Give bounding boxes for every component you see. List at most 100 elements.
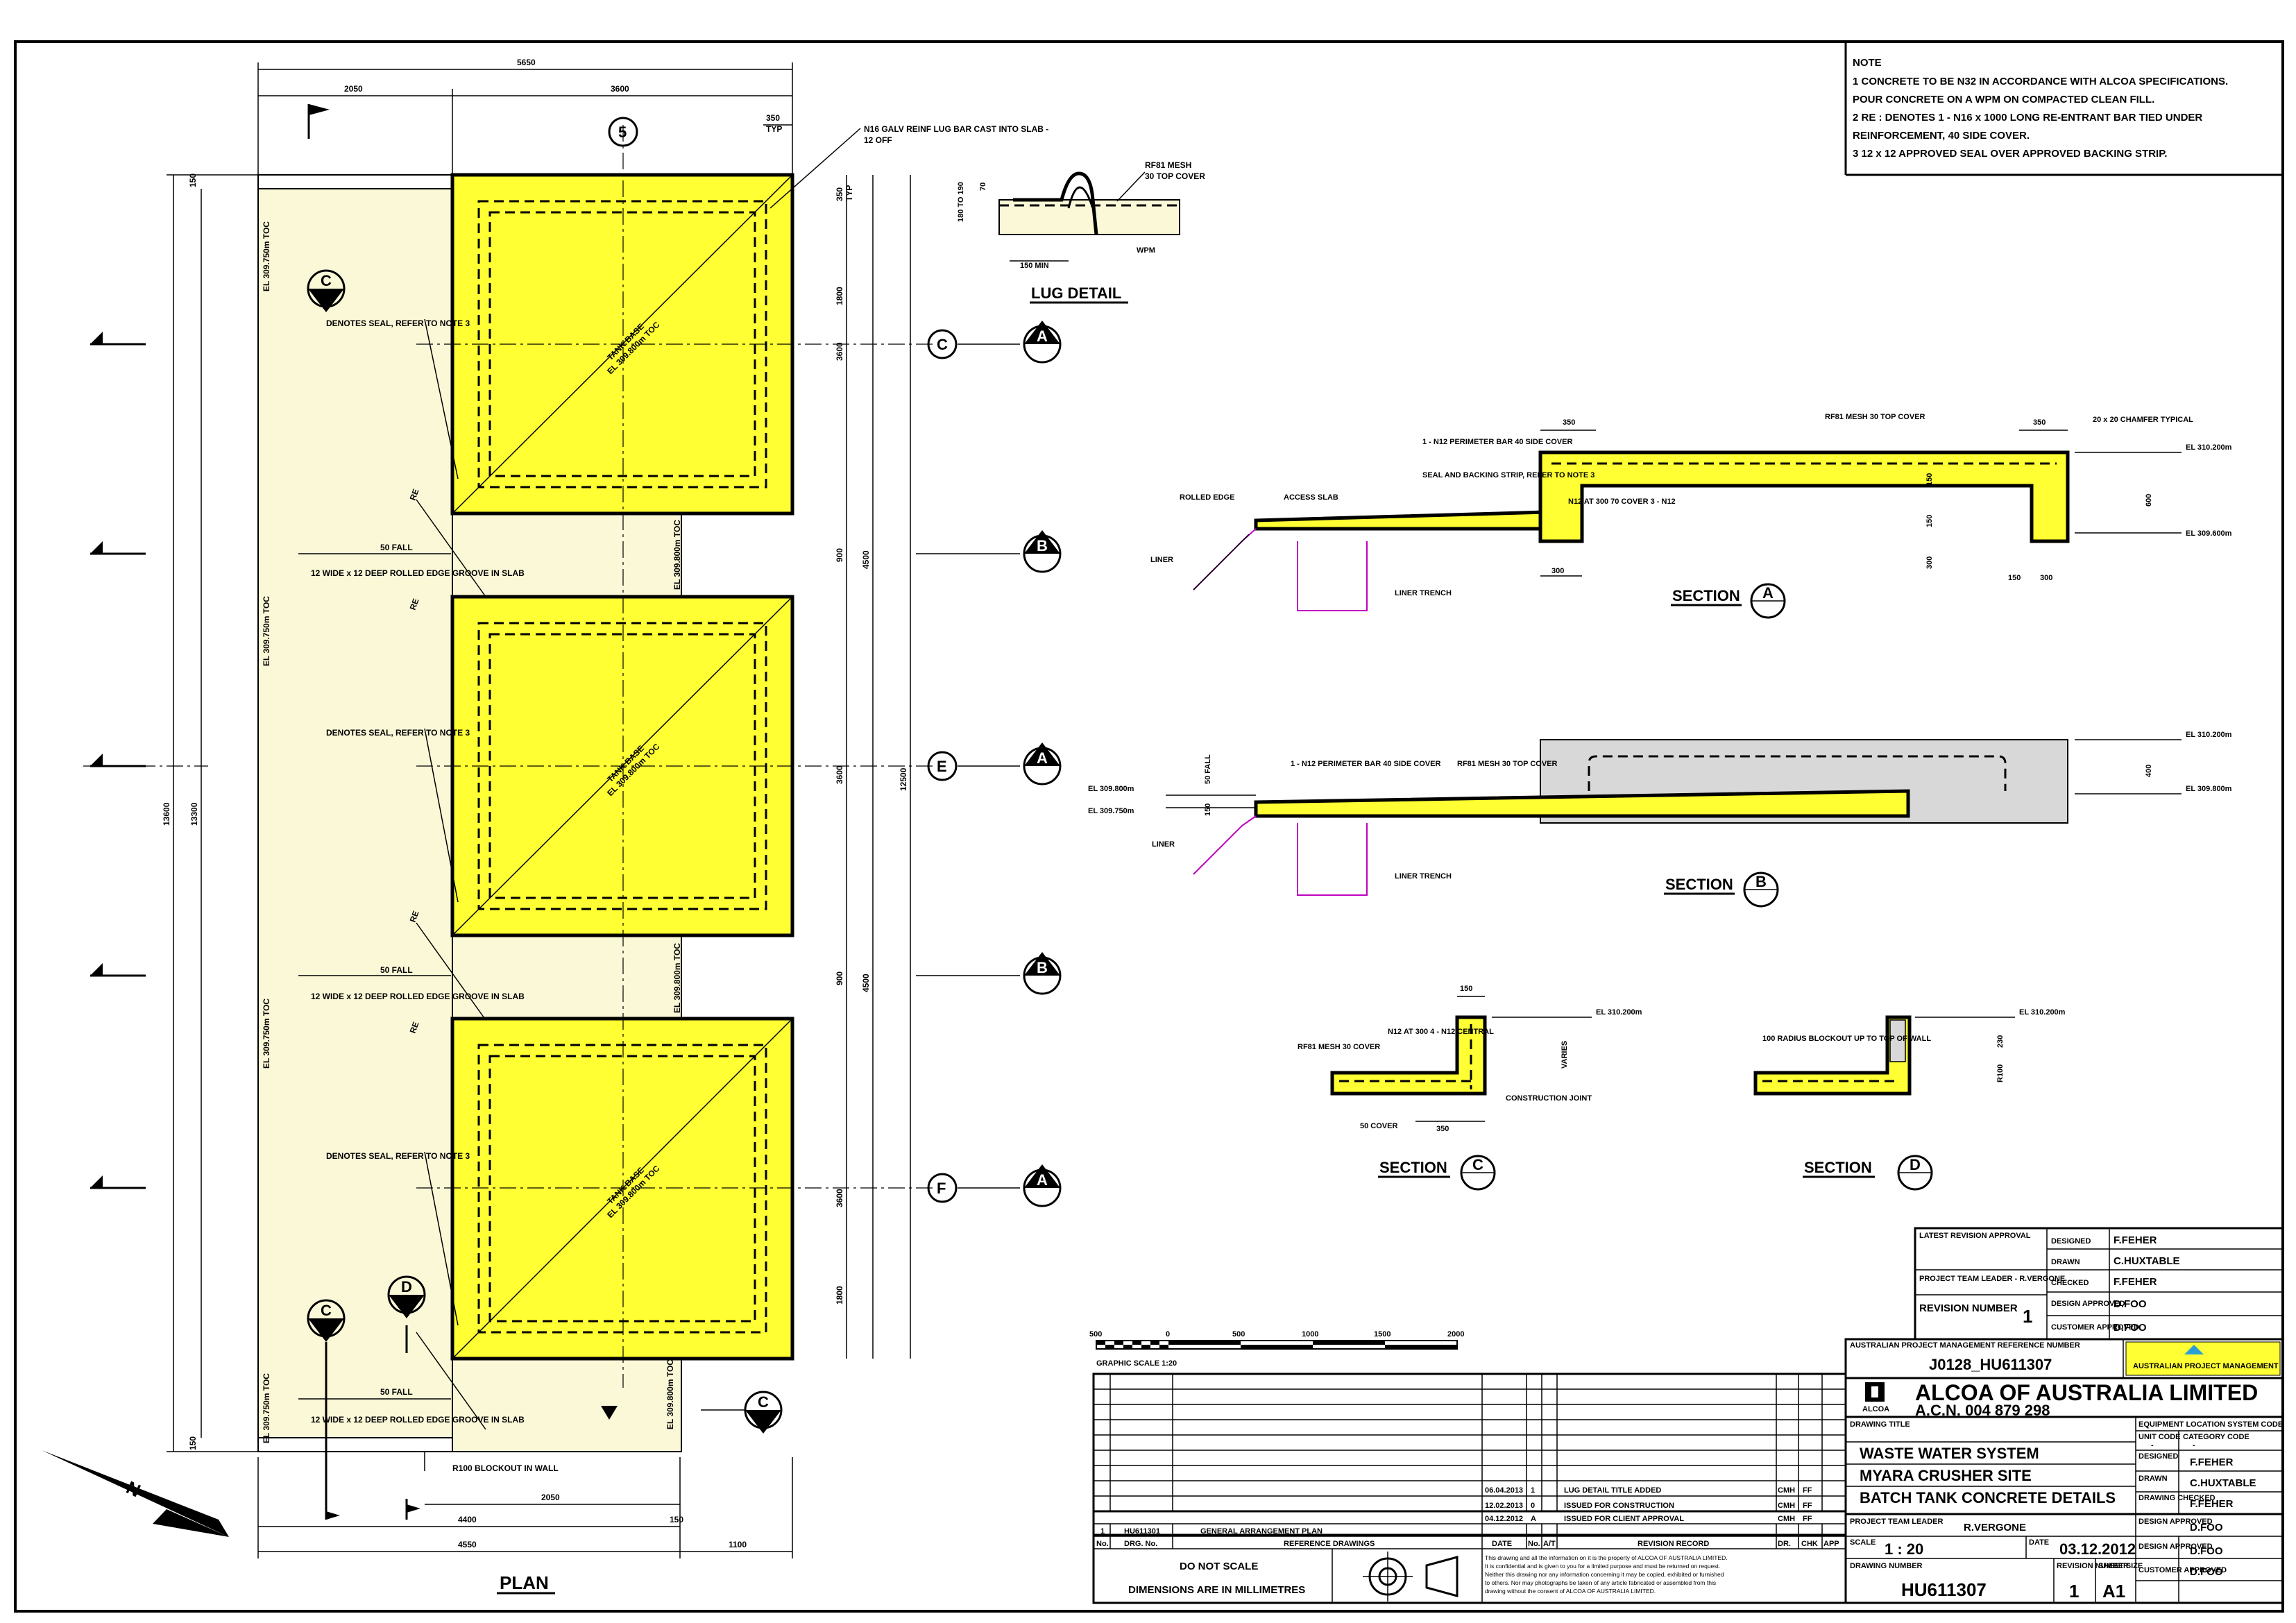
reference-and-notice-block: 04.12.2012 A ISSUED FOR CLIENT APPROVAL … (1092, 1510, 1847, 1604)
rev-row3-dr: CMH (1778, 1515, 1795, 1523)
tb-date-label: DATE (2029, 1538, 2049, 1547)
grid-label-5: 5 (618, 124, 627, 141)
sa-rolled-edge: ROLLED EDGE (1180, 493, 1234, 502)
section-marker-a-3-label: A (1037, 1171, 1048, 1189)
tb-customer-approved2: D.FOO (2190, 1566, 2223, 1578)
seal-note-1: DENOTES SEAL, REFER TO NOTE 3 (326, 318, 470, 328)
el-label-6: EL 309.800m TOC (672, 943, 682, 1013)
copyright-line-5: drawing without the consent of ALCOA OF … (1485, 1588, 1656, 1595)
dim-350: 350 (766, 113, 780, 123)
tb-category-code-label: CATEGORY CODE (2183, 1433, 2250, 1441)
dimensions-note: DIMENSIONS ARE IN MILLIMETRES (1128, 1584, 1305, 1596)
sb-mark: B (1755, 873, 1767, 890)
lug-detail: RF81 MESH 30 TOP COVER 180 TO 190 70 150… (957, 160, 1205, 304)
title-block: LATEST REVISION APPROVAL PROJECT TEAM LE… (1844, 1227, 2284, 1604)
tb-checked-label: CHECKED (2051, 1279, 2089, 1287)
section-marker-c-top: C (307, 269, 346, 312)
dim-r-4500b: 4500 (861, 974, 871, 992)
fall-label-3: 50 FALL (380, 1387, 413, 1397)
groove-note-3: 12 WIDE x 12 DEEP ROLLED EDGE GROOVE IN … (311, 1415, 525, 1425)
tb-category-code: - (2193, 1441, 2195, 1450)
sb-dim-400: 400 (2145, 765, 2153, 777)
grid-label-c: C (937, 336, 948, 353)
flag-icon-top (309, 104, 330, 115)
groove-strip-2 (452, 935, 682, 1019)
dim-overall-width: 5650 (517, 58, 536, 67)
section-a: ROLLED EDGE ACCESS SLAB LINER LINER TREN… (1150, 413, 2232, 619)
sb-el-top: EL 310.200m (2186, 731, 2232, 739)
tb-drawn-label: DRAWN (2051, 1258, 2080, 1266)
tb-scale-label: SCALE (1850, 1538, 1876, 1547)
sb-dim-fall: 50 FALL (1204, 754, 1212, 784)
rev-row1-desc: LUG DETAIL TITLE ADDED (1564, 1486, 1661, 1495)
sb-dim-150: 150 (1204, 804, 1212, 816)
sa-liner-trench: LINER TRENCH (1395, 589, 1452, 597)
copyright-line-4: to others. Nor may photographs be taken … (1485, 1579, 1716, 1586)
grid-bubble-c (927, 329, 958, 359)
dim-4400: 4400 (458, 1515, 477, 1524)
sd-el: EL 310.200m (2019, 1008, 2066, 1017)
marker-d-label: D (401, 1278, 412, 1295)
tb-customer-approved: D.FOO (2114, 1322, 2147, 1334)
el-label-4: EL 309.750m TOC (262, 1373, 271, 1443)
plan-triangle-icon (601, 1406, 618, 1420)
sa-perimeter-bar: 1 - N12 PERIMETER BAR 40 SIDE COVER (1422, 438, 1572, 446)
groove-strip-3 (452, 1358, 682, 1452)
sa-seal-strip: SEAL AND BACKING STRIP, REFER TO NOTE 3 (1422, 471, 1595, 479)
scale-tick-0: 0 (1166, 1330, 1170, 1339)
rev-row2-chk: FF (1803, 1502, 1812, 1510)
groove-note-2: 12 WIDE x 12 DEEP ROLLED EDGE GROOVE IN … (311, 992, 525, 1001)
lug-dim-150: 150 MIN (1020, 262, 1049, 270)
dim-r-typ: TYP (844, 185, 854, 201)
plan-view: 5650 2050 3600 350 TYP 5 150 13600 13300… (42, 58, 1062, 1595)
dim-1100: 1100 (729, 1540, 747, 1549)
sc-mark: C (1472, 1156, 1483, 1173)
dim-r-900b: 900 (835, 971, 844, 985)
note-line-5: 3 12 x 12 APPROVED SEAL OVER APPROVED BA… (1853, 148, 2167, 160)
sa-dim-150b: 150 (1925, 515, 1934, 527)
sa-dim-300h: 300 (1551, 567, 1564, 575)
dim-r-3600c: 3600 (835, 1189, 844, 1207)
tank-base-3 (450, 1017, 794, 1361)
section-c: RF81 MESH 30 COVER N12 AT 300 4 - N12 CE… (1298, 985, 1642, 1191)
tb-designed: F.FEHER (2114, 1234, 2157, 1246)
rev-hdr-at: A/T (1543, 1540, 1556, 1548)
tb-ptl-label: PROJECT TEAM LEADER (1850, 1518, 1944, 1526)
sd-title: SECTION (1804, 1159, 1872, 1176)
section-marker-b-2: B (916, 952, 1062, 995)
tb-drawing-number-label: DRAWING NUMBER (1850, 1562, 1923, 1570)
tb-apm-logo-text: AUSTRALIAN PROJECT MANAGEMENT (2133, 1362, 2279, 1370)
dim-2050-bottom: 2050 (541, 1493, 560, 1502)
notes-heading: NOTE (1853, 57, 1882, 69)
tb-design-approved-label: DESIGN APPROVED (2051, 1300, 2125, 1308)
section-marker-c-bottom: C (307, 1299, 346, 1520)
re-mark-4: RE (408, 1021, 421, 1035)
sc-n12: N12 AT 300 4 - N12 CENTRAL (1388, 1028, 1494, 1036)
tb-title-line-3: BATCH TANK CONCRETE DETAILS (1860, 1489, 2116, 1506)
dim-4550: 4550 (458, 1540, 477, 1549)
scale-tick-2000: 2000 (1447, 1330, 1464, 1339)
lug-callout-line2: 12 OFF (864, 135, 892, 145)
scale-tick-500: 500 (1232, 1330, 1245, 1339)
sa-dim-300v: 300 (1925, 556, 1934, 569)
el-label-2: EL 309.750m TOC (262, 596, 271, 666)
blockout-note: R100 BLOCKOUT IN WALL (452, 1463, 559, 1473)
rev-row3-no: A (1531, 1515, 1536, 1523)
sc-dim-150: 150 (1460, 985, 1472, 993)
dim-150-bottom: 150 (670, 1515, 683, 1524)
scale-tick-500a: 500 (1089, 1330, 1102, 1339)
marker-c-bottom-label: C (321, 1302, 332, 1319)
dim-left-13300: 13300 (189, 802, 199, 826)
sb-el-309-800: EL 309.800m (1088, 785, 1134, 793)
section-marker-b-2-label: B (1037, 959, 1048, 976)
tb-designed2-label: DESIGNED (2138, 1452, 2179, 1461)
north-label: N (123, 1477, 144, 1501)
sc-mesh: RF81 MESH 30 COVER (1298, 1043, 1380, 1051)
rev-hdr-date: DATE (1492, 1540, 1512, 1548)
sa-title: SECTION (1672, 587, 1740, 604)
seal-note-2: DENOTES SEAL, REFER TO NOTE 3 (326, 728, 470, 738)
tb-revision-label: REVISION NUMBER (2057, 1562, 2129, 1570)
note-line-4: REINFORCEMENT, 40 SIDE COVER. (1853, 130, 2030, 142)
rev-row3-date: 04.12.2012 (1485, 1515, 1523, 1523)
slab-top-strip (257, 174, 453, 189)
